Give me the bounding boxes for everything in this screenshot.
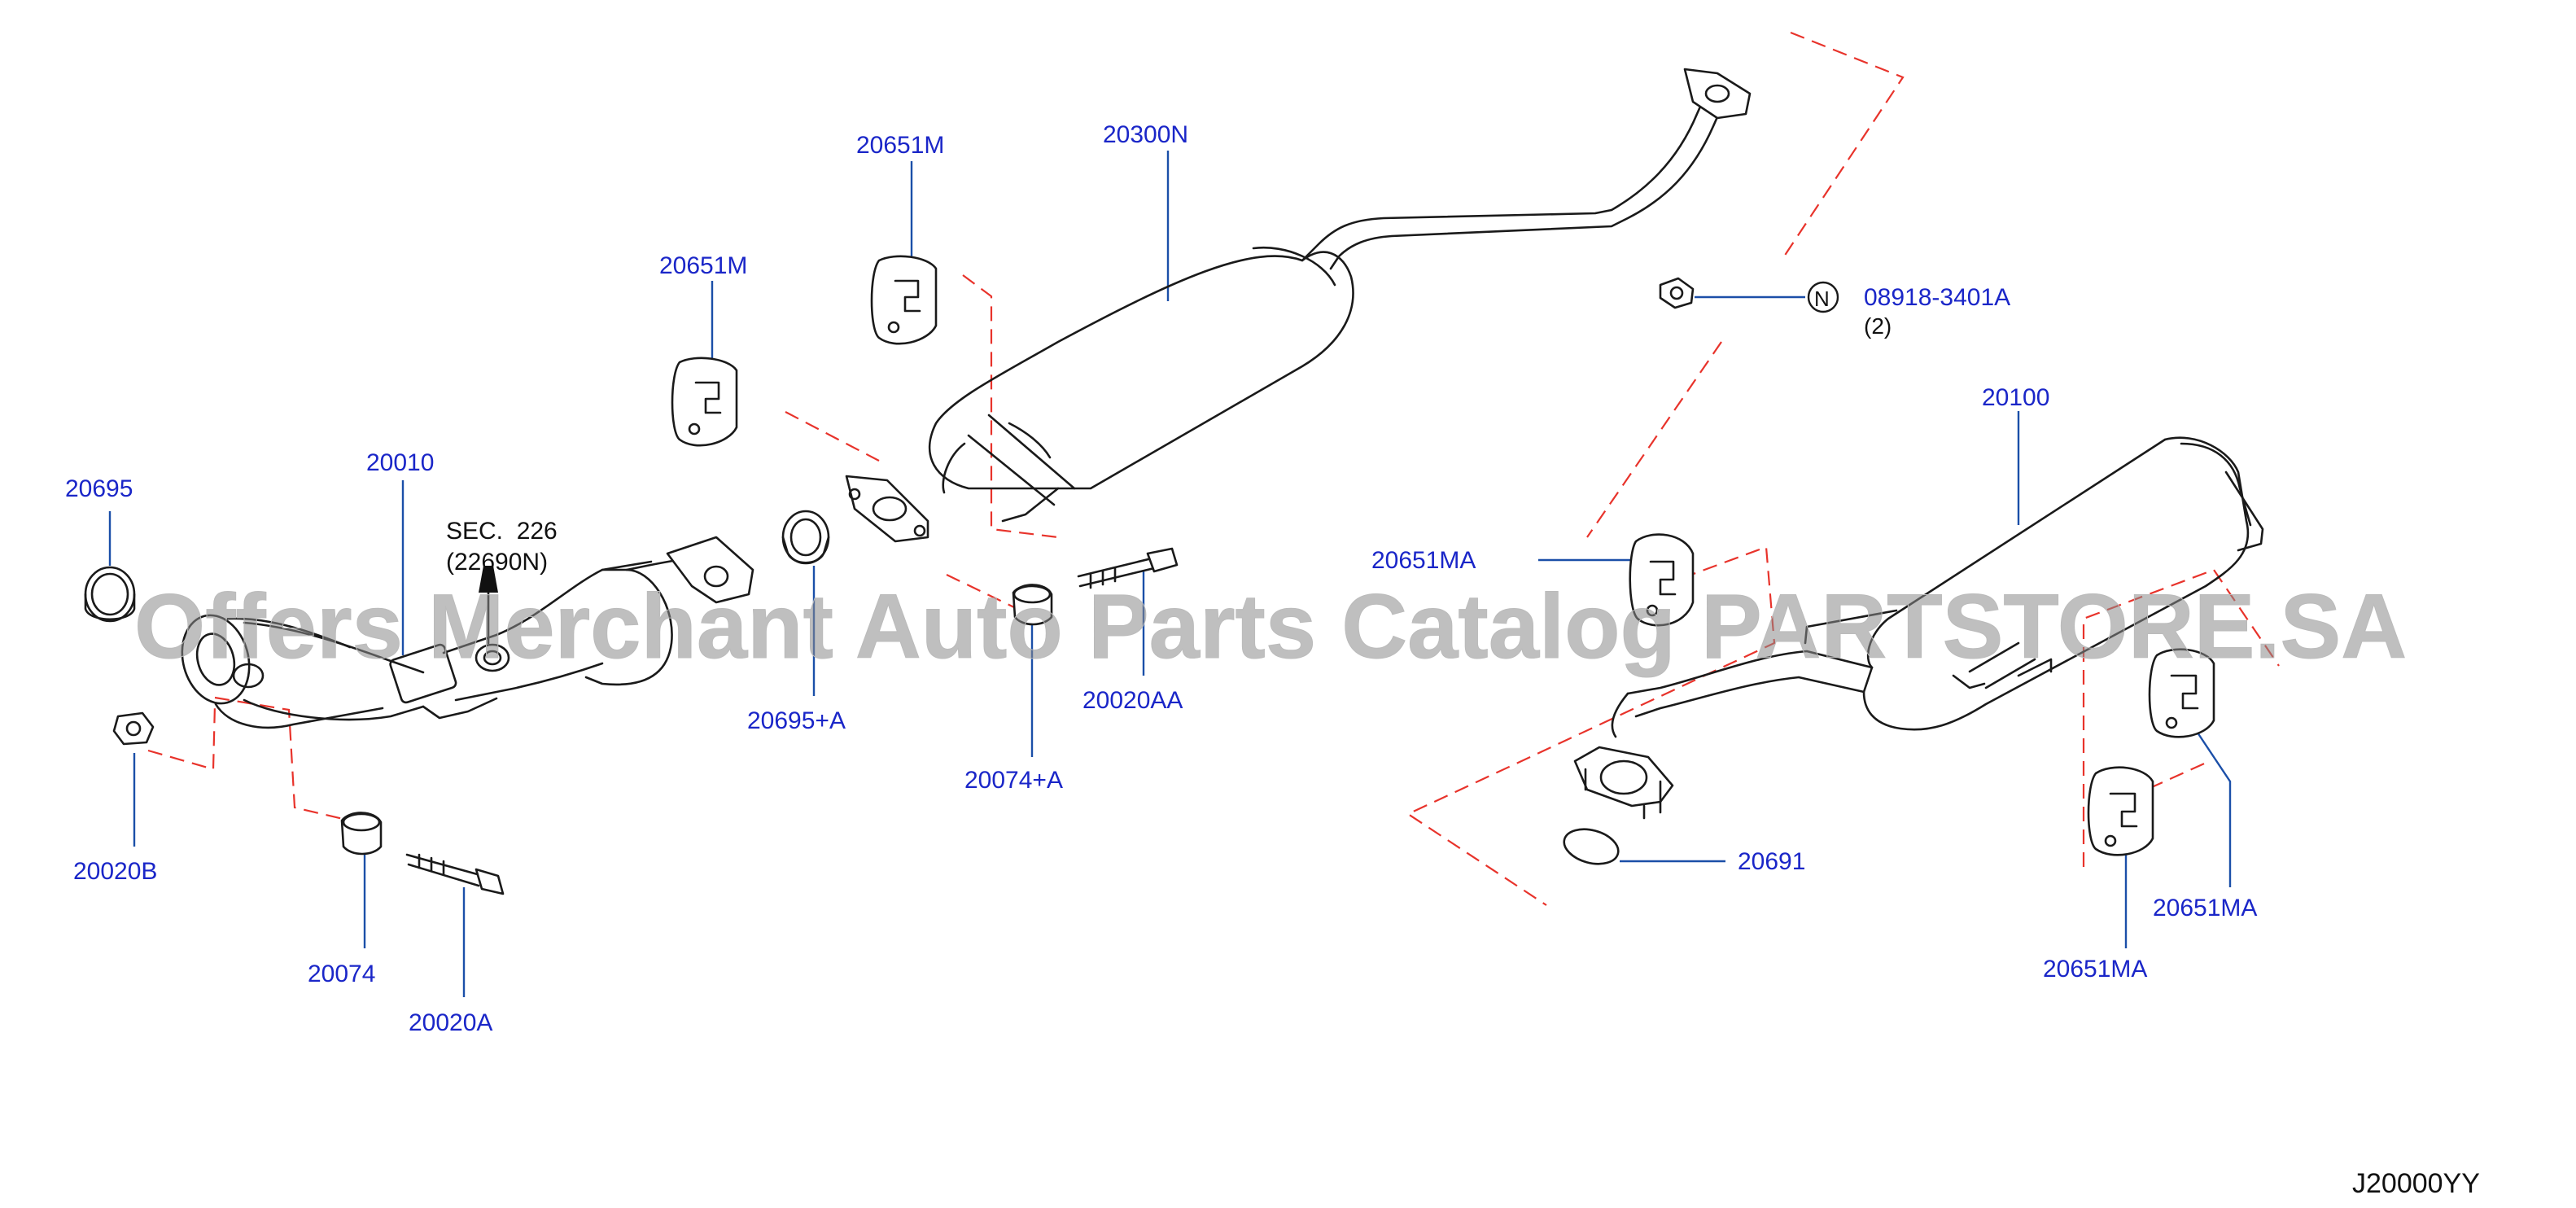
hanger-20651ma-upper xyxy=(1629,533,1695,627)
stud-20020a xyxy=(405,853,505,895)
section-ref-line2: (22690N) xyxy=(446,549,548,576)
label-20695a: 20695+A xyxy=(747,707,846,734)
n-symbol: N xyxy=(1814,287,1830,311)
label-20074a: 20074+A xyxy=(964,767,1063,794)
hanger-20651ma-right xyxy=(2148,648,2215,738)
gasket-20695a xyxy=(781,510,830,565)
gasket-20695 xyxy=(84,566,136,623)
diagram-code: J20000YY xyxy=(2352,1168,2480,1199)
label-20695: 20695 xyxy=(65,475,133,502)
label-20651m-lower: 20651M xyxy=(659,252,747,279)
hanger-20651m-lower xyxy=(671,357,738,447)
label-20300n: 20300N xyxy=(1103,121,1188,148)
front-exhaust-pipe-20010 xyxy=(181,536,754,729)
label-20074: 20074 xyxy=(308,961,375,987)
label-20020aa: 20020AA xyxy=(1082,687,1183,714)
hanger-20651ma-lower xyxy=(2087,766,2154,856)
label-20651ma-right: 20651MA xyxy=(2153,895,2257,921)
label-20020b: 20020B xyxy=(73,858,157,885)
nut-20074a xyxy=(1012,584,1053,626)
assembly-phantom-lines xyxy=(147,31,2280,906)
label-20651ma-lower: 20651MA xyxy=(2043,956,2147,983)
center-muffler-20300n xyxy=(845,68,1752,543)
nut-20020b xyxy=(112,711,155,746)
nut-quantity: (2) xyxy=(1864,313,1892,339)
label-20651ma-upper: 20651MA xyxy=(1371,547,1476,574)
label-20100: 20100 xyxy=(1982,384,2049,411)
section-arrow xyxy=(479,566,498,645)
label-08918-3401a: 08918-3401A xyxy=(1864,284,2010,311)
gasket-20691 xyxy=(1563,828,1620,865)
label-20020a: 20020A xyxy=(409,1009,492,1036)
stud-20020aa xyxy=(1077,547,1179,589)
watermark: Offers Merchant Auto Parts Catalog PARTS… xyxy=(134,576,2407,677)
section-ref-line1: SEC. 226 xyxy=(446,518,558,545)
label-20010: 20010 xyxy=(366,449,434,476)
flange-nut-08918 xyxy=(1659,277,1695,309)
label-20691: 20691 xyxy=(1738,848,1805,875)
n-symbol-circle xyxy=(1807,281,1839,313)
label-20651m-upper: 20651M xyxy=(856,132,944,159)
hanger-20651m-upper xyxy=(870,255,938,345)
main-muffler-20100 xyxy=(1573,436,2264,820)
nut-20074 xyxy=(340,812,383,856)
leader-lines xyxy=(108,151,2232,997)
